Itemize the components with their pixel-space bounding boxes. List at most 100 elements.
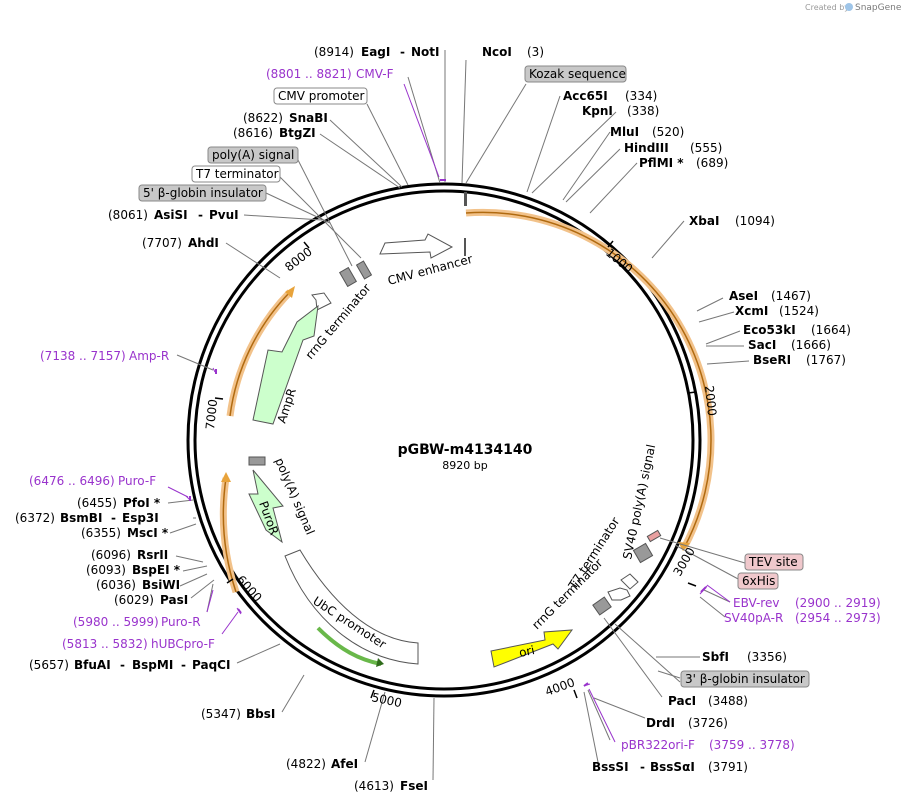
label-his[interactable]: 6xHis [737, 572, 779, 590]
site-ase[interactable]: AseI [729, 289, 758, 303]
t7-right-arrow[interactable] [620, 573, 639, 590]
label-globin5-text: 5' β-globin insulator [143, 186, 263, 200]
polya-left-box[interactable] [248, 456, 266, 466]
cmv-enhancer-arrow[interactable] [379, 233, 454, 259]
site-mlu-pos: (520) [652, 125, 684, 139]
site-sbf-pos: (3356) [747, 650, 787, 664]
site-rsr-pos: (6096) [91, 548, 131, 562]
primer-purof-range: (6476 .. 6496) [29, 474, 115, 488]
credit-prefix: Created by [805, 3, 849, 12]
feature-rrng-right: rrnG terminator [529, 556, 605, 632]
t7-top-box[interactable] [355, 260, 373, 280]
label-polya[interactable]: poly(A) signal [207, 146, 299, 164]
orf-track-right [465, 208, 715, 550]
site-eco[interactable]: Eco53kI [743, 323, 796, 337]
plasmid-name: pGBW-m4134140 [398, 442, 533, 458]
label-cmv-promoter[interactable]: CMV promoter [273, 87, 368, 105]
site-pvu[interactable]: PvuI [209, 208, 239, 222]
primer-sv40pa[interactable]: SV40pA-R [724, 611, 783, 625]
site-acc[interactable]: Acc65I [563, 89, 608, 103]
rrng-right-box[interactable] [592, 596, 612, 616]
primer-ampr-range: (7138 .. 7157) [40, 349, 126, 363]
site-acc-pos: (334) [625, 89, 657, 103]
primer-cmvf[interactable]: CMV-F [356, 67, 394, 81]
site-asis-pos: (8061) [108, 208, 148, 222]
plasmid-size: 8920 bp [442, 459, 487, 472]
primer-purof[interactable]: Puro-F [118, 474, 156, 488]
primer-puror[interactable]: Puro-R [161, 615, 201, 629]
label-tev[interactable]: TEV site [744, 553, 804, 571]
ampr-arrow[interactable] [252, 304, 319, 425]
site-xcm-pos: (1524) [779, 304, 819, 318]
site-msc[interactable]: MscI * [127, 526, 169, 540]
site-esp[interactable]: Esp3I [122, 511, 159, 525]
ubc-promoter-arrow[interactable] [284, 549, 419, 665]
label-t7[interactable]: T7 terminator [191, 165, 281, 183]
site-bss-a[interactable]: BssSI [592, 760, 629, 774]
puror-arrow[interactable] [248, 469, 284, 544]
site-pfl[interactable]: PflMI * [639, 156, 684, 170]
site-hind[interactable]: HindIII [624, 141, 669, 155]
site-kpn[interactable]: KpnI [582, 104, 613, 118]
site-paqc[interactable]: PaqCI [192, 658, 230, 672]
site-hind-pos: (555) [690, 141, 722, 155]
primer-ampr[interactable]: Amp-R [129, 349, 169, 363]
site-asis[interactable]: AsiSI [154, 208, 188, 222]
rrng-right-arrow[interactable] [607, 587, 631, 601]
site-bspe[interactable]: BspEI * [132, 563, 181, 577]
rrng-terminator-arrow[interactable] [311, 292, 332, 311]
ncoi-mark [464, 238, 466, 256]
site-pfo-pos: (6455) [77, 496, 117, 510]
site-ase-pos: (1467) [771, 289, 811, 303]
site-sna[interactable]: SnaBI [289, 111, 328, 125]
site-sac[interactable]: SacI [748, 338, 776, 352]
site-fse[interactable]: FseI [400, 779, 428, 793]
site-drd[interactable]: DrdI [646, 716, 675, 730]
site-eag[interactable]: EagI [361, 45, 390, 59]
site-drd-pos: (3726) [688, 716, 728, 730]
tick-label-5000: 5000 [370, 690, 403, 710]
site-xba-pos: (1094) [735, 214, 775, 228]
site-kpn-pos: (338) [627, 104, 659, 118]
site-ahd[interactable]: AhdI [188, 236, 219, 250]
site-btg[interactable]: BtgZI [279, 126, 316, 140]
site-bsiw[interactable]: BsiWI [142, 578, 180, 592]
label-globin3[interactable]: 3' β-globin insulator [680, 670, 810, 688]
polya-top-box[interactable] [338, 266, 358, 288]
site-not[interactable]: NotI [411, 45, 440, 59]
site-bspm[interactable]: BspMI [132, 658, 173, 672]
primer-cmvf-range: (8801 .. 8821) [266, 67, 352, 81]
site-pfo[interactable]: PfoI * [123, 496, 161, 510]
snapgene-logo-icon [845, 3, 853, 11]
label-t7-text: T7 terminator [195, 167, 279, 181]
site-afe[interactable]: AfeI [331, 757, 358, 771]
ori-arrow[interactable] [490, 629, 574, 668]
sv40-box[interactable] [632, 542, 654, 564]
tev-box[interactable] [646, 529, 662, 543]
tick-label-7000: 7000 [203, 398, 220, 430]
site-bsmb[interactable]: BsmBI [60, 511, 102, 525]
label-globin5[interactable]: 5' β-globin insulator [138, 184, 267, 202]
site-bse[interactable]: BseRI [753, 353, 791, 367]
site-bss-b[interactable]: BssSαI [650, 760, 695, 774]
site-bfu[interactable]: BfuAI [74, 658, 111, 672]
site-sbf[interactable]: SbfI [702, 650, 729, 664]
primer-hubc[interactable]: hUBCpro-F [151, 637, 215, 651]
site-xba[interactable]: XbaI [689, 214, 719, 228]
primer-pbr[interactable]: pBR322ori-F [621, 738, 695, 752]
site-pac[interactable]: PacI [668, 694, 696, 708]
site-bspe-pos: (6093) [86, 563, 126, 577]
label-kozak[interactable]: Kozak sequence [524, 65, 627, 83]
feature-sv40: SV40 poly(A) signal [620, 443, 658, 561]
primer-ebv[interactable]: EBV-rev [733, 596, 779, 610]
site-pas[interactable]: PasI [160, 593, 188, 607]
site-mlu[interactable]: MluI [610, 125, 639, 139]
orf-track-ampr-arrow [285, 286, 295, 298]
site-bbs[interactable]: BbsI [246, 707, 275, 721]
site-nco[interactable]: NcoI [482, 45, 512, 59]
orf-track-puro-line [222, 477, 237, 593]
site-xcm[interactable]: XcmI [735, 304, 768, 318]
site-sna-pos: (8622) [243, 111, 283, 125]
site-bss-pos: (3791) [708, 760, 748, 774]
site-rsr[interactable]: RsrII [137, 548, 168, 562]
